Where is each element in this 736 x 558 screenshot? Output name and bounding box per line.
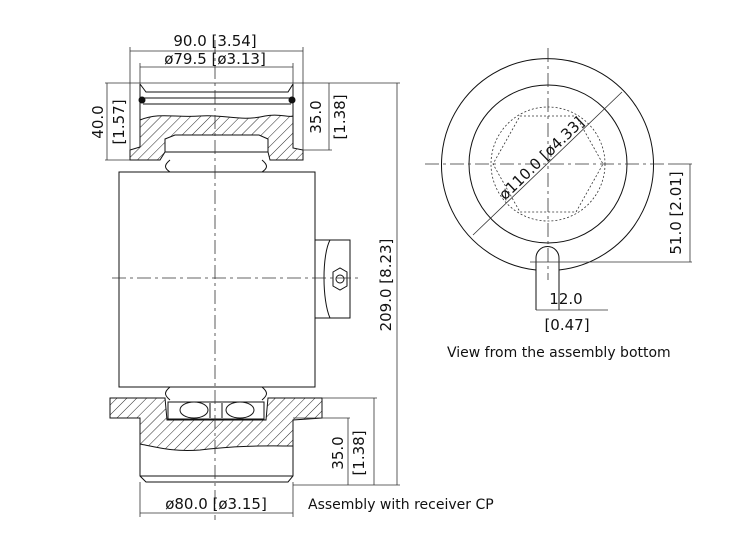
total-height-dim-label: 209.0 [8.23]	[377, 239, 395, 332]
slot-width-in-label: [0.47]	[544, 316, 589, 334]
top-diameter-dim-label: ø79.5 [ø3.13]	[164, 50, 266, 68]
bottom-view-caption: View from the assembly bottom	[447, 345, 671, 361]
dimension-lines	[105, 47, 400, 517]
upper-neck	[165, 159, 267, 173]
slot-width-mm-label: 12.0	[549, 290, 582, 308]
top-height-in-label: [1.57]	[110, 99, 128, 144]
o-ring-right	[288, 96, 296, 104]
bottom-diameter-dim-label: ø80.0 [ø3.15]	[165, 495, 267, 513]
receiver-cp	[109, 397, 323, 483]
width-dim-label: 90.0 [3.54]	[173, 32, 256, 50]
top-inner-height-mm-label: 35.0	[307, 100, 325, 133]
bottom-height-in-label: [1.38]	[350, 430, 368, 475]
lower-neck	[165, 386, 267, 401]
bottom-height-mm-label: 35.0	[329, 436, 347, 469]
outer-circle	[441, 58, 654, 271]
top-height-mm-label: 40.0	[89, 105, 107, 138]
side-view-caption: Assembly with receiver CP	[308, 497, 494, 513]
top-cap	[129, 83, 304, 161]
bottom-view: ø110.0 [ø4.33] 51.0 [2.01] 12.0 [0.47] V…	[425, 48, 692, 361]
load-cell-body	[118, 171, 316, 388]
slot	[535, 246, 560, 310]
offset-dim-label: 51.0 [2.01]	[667, 171, 685, 254]
side-view: 90.0 [3.54] ø79.5 [ø3.13] 40.0 [1.57] 35…	[89, 32, 494, 520]
top-inner-height-in-label: [1.38]	[331, 94, 349, 139]
diameter-dim-label: ø110.0 [ø4.33]	[495, 113, 587, 203]
side-connector	[315, 239, 351, 319]
diameter-leader	[472, 91, 623, 236]
hex-nut-icon	[332, 267, 348, 291]
